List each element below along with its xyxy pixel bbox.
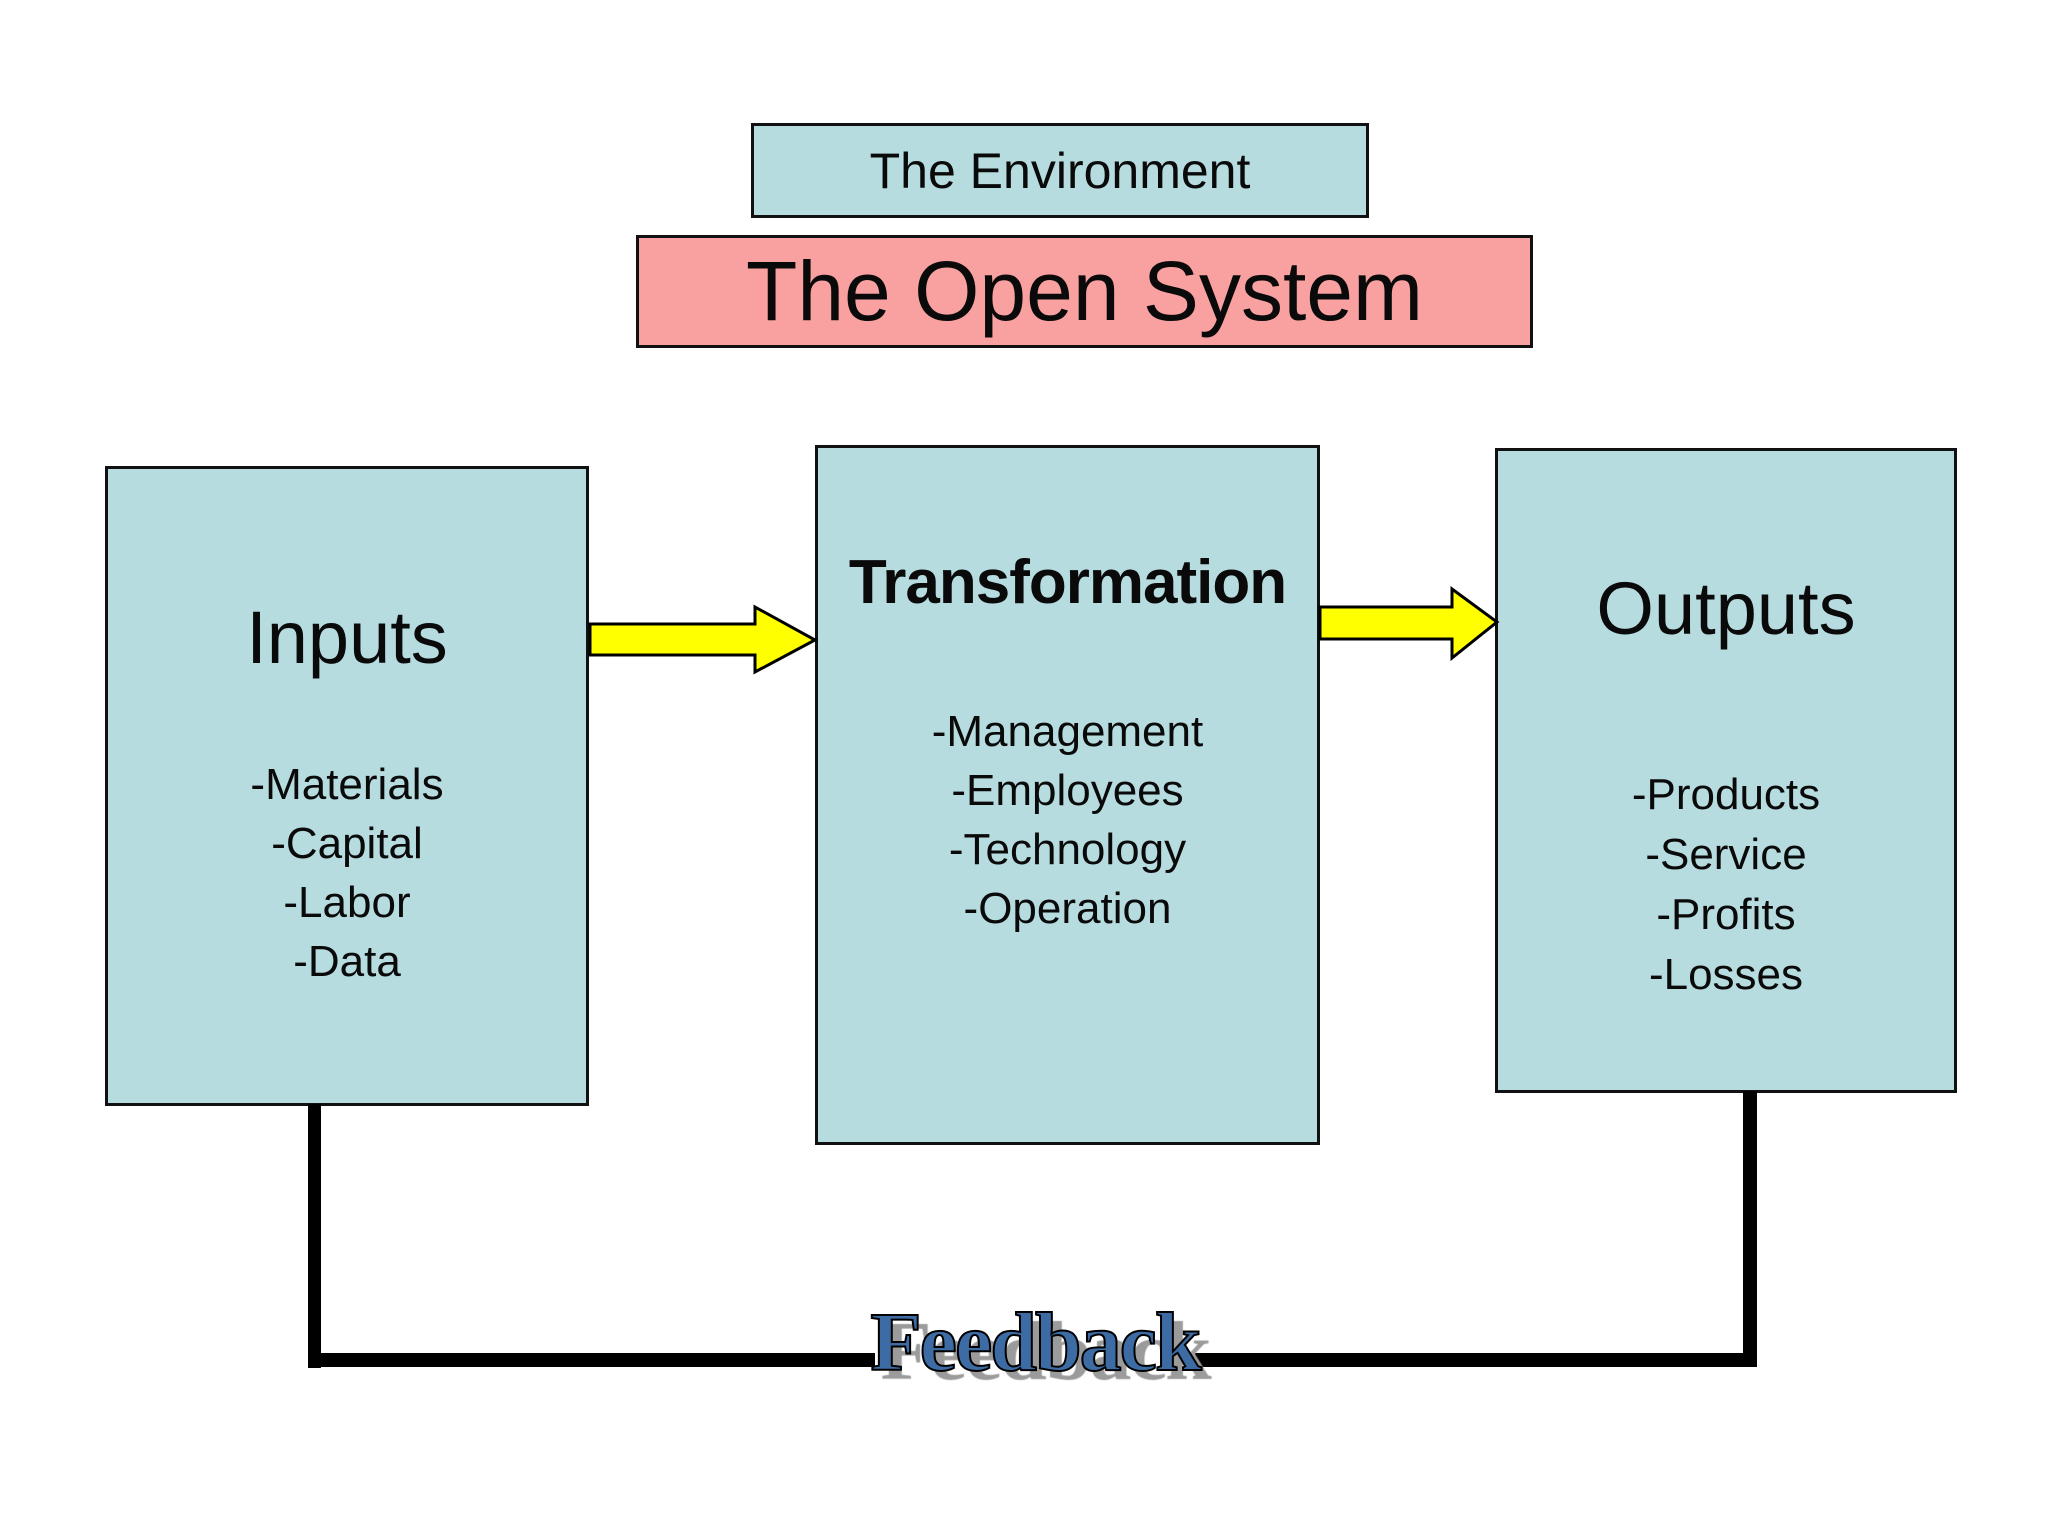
list-item: -Service: [1645, 830, 1807, 879]
transformation-list: -Management -Employees -Technology -Oper…: [818, 702, 1317, 938]
inputs-title: Inputs: [246, 596, 448, 679]
environment-label: The Environment: [869, 142, 1251, 199]
environment-banner: The Environment: [751, 123, 1369, 218]
feedback-line-right-vertical: [1743, 1091, 1757, 1367]
inputs-list: -Materials -Capital -Labor -Data: [108, 755, 586, 991]
feedback-line-left-vertical: [308, 1104, 321, 1368]
list-item: -Operation: [963, 884, 1172, 933]
list-item: -Technology: [948, 825, 1187, 874]
open-system-title: The Open System: [746, 244, 1423, 338]
feedback-line-right-horizontal: [1195, 1353, 1757, 1367]
list-item: -Capital: [271, 819, 423, 868]
list-item: -Data: [293, 937, 401, 986]
right-arrow-icon: [588, 604, 819, 675]
transformation-box: Transformation -Management -Employees -T…: [815, 445, 1320, 1145]
open-system-banner: The Open System: [636, 235, 1533, 348]
right-arrow-icon: [1318, 586, 1500, 662]
outputs-title: Outputs: [1596, 567, 1856, 650]
list-item: -Employees: [951, 766, 1184, 815]
feedback-line-left-horizontal: [308, 1353, 875, 1367]
list-item: -Products: [1631, 770, 1821, 819]
feedback-label: Feedback: [869, 1295, 1202, 1390]
transformation-title: Transformation: [848, 548, 1287, 617]
list-item: -Materials: [250, 760, 444, 809]
outputs-box: Outputs -Products -Service -Profits -Los…: [1495, 448, 1957, 1093]
list-item: -Labor: [283, 878, 411, 927]
list-item: -Losses: [1648, 950, 1804, 999]
inputs-box: Inputs -Materials -Capital -Labor -Data: [105, 466, 589, 1106]
outputs-list: -Products -Service -Profits -Losses: [1498, 765, 1954, 1005]
list-item: -Management: [931, 707, 1204, 756]
list-item: -Profits: [1656, 890, 1796, 939]
